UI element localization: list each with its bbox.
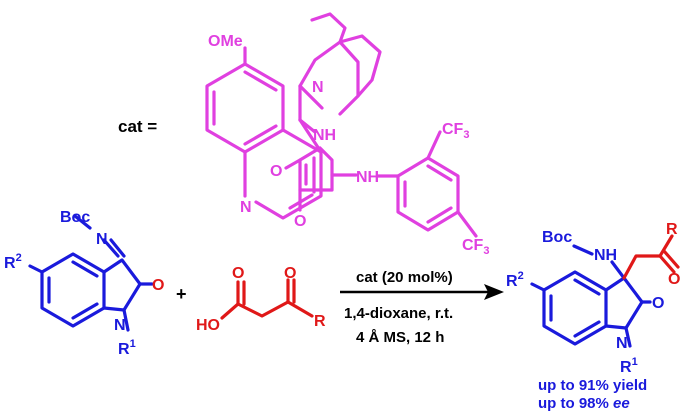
product-ketone-oxo-label: O [668, 271, 680, 288]
product-ring-n-label: N [616, 335, 628, 352]
product-nh-label: NH [594, 247, 617, 264]
cat-label: cat = [118, 117, 157, 136]
reactant2-structure [220, 278, 314, 320]
reactant1-structure [28, 214, 154, 332]
reactant1-boc-label: Boc [60, 209, 90, 226]
reactant1-oxo-label: O [152, 277, 164, 294]
nh-right-label: NH [356, 169, 379, 186]
quinoline-n-label: N [240, 199, 252, 216]
reactant2-ho-label: HO [196, 317, 220, 334]
conditions-solvent: 1,4-dioxane, r.t. [344, 305, 453, 322]
reactant1-r1-label: R1 [118, 338, 136, 358]
cf3-top-label: CF3 [442, 121, 469, 141]
reactant1-ring-n-label: N [114, 317, 126, 334]
ee-result: up to 98% ee [538, 395, 630, 412]
reaction-arrow [340, 284, 504, 300]
conditions-sieves-time: 4 Å MS, 12 h [356, 329, 444, 346]
oxo-bottom-label: O [294, 213, 306, 230]
product-boc-label: Boc [542, 229, 572, 246]
quinuclidine-n-label: N [312, 79, 324, 96]
reactant2-ketone-oxo-label: O [284, 265, 296, 282]
reactant2-acid-oxo-label: O [232, 265, 244, 282]
cf3-bottom-label: CF3 [462, 237, 489, 257]
methoxy-label: OMe [208, 33, 243, 50]
product-structure [530, 244, 652, 348]
product-side-chain [622, 234, 680, 280]
reactant2-r-label: R [314, 313, 326, 330]
catalyst-structure [205, 12, 478, 238]
product-r2-label: R2 [506, 270, 524, 290]
conditions-above: cat (20 mol%) [356, 269, 453, 286]
reactant1-r2-label: R2 [4, 252, 22, 272]
yield-result: up to 91% yield [538, 377, 647, 394]
product-oxo-label: O [652, 295, 664, 312]
product-r-label: R [666, 221, 678, 238]
oxo-left-label: O [270, 163, 282, 180]
plus-sign: + [176, 284, 187, 304]
product-r1-label: R1 [620, 356, 638, 376]
nh-top-label: NH [313, 127, 336, 144]
reactant1-imine-n-label: N [96, 231, 108, 248]
